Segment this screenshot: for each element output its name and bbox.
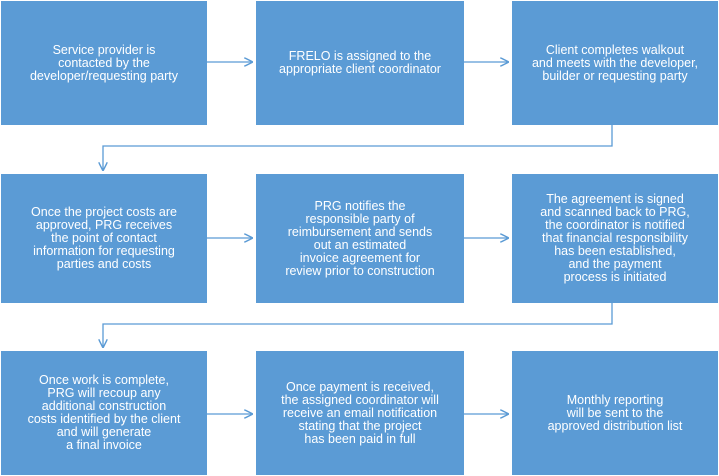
step-4-box: Once the project costs are approved, PRG… xyxy=(1,174,207,303)
step-7-box: Once work is complete, PRG will recoup a… xyxy=(1,351,207,475)
step-8-box: Once payment is received, the assigned c… xyxy=(256,351,464,475)
arrow-step6-to-step7 xyxy=(103,303,613,347)
step-1-box: Service provider is contacted by the dev… xyxy=(1,1,207,125)
arrow-step3-to-step4 xyxy=(103,125,613,170)
step-9-box: Monthly reporting will be sent to the ap… xyxy=(512,351,718,475)
step-2-box: FRELO is assigned to the appropriate cli… xyxy=(256,1,464,125)
step-5-box: PRG notifies the responsible party of re… xyxy=(256,174,464,303)
step-6-box: The agreement is signed and scanned back… xyxy=(512,174,718,303)
step-3-box: Client completes walkout and meets with … xyxy=(512,1,718,125)
